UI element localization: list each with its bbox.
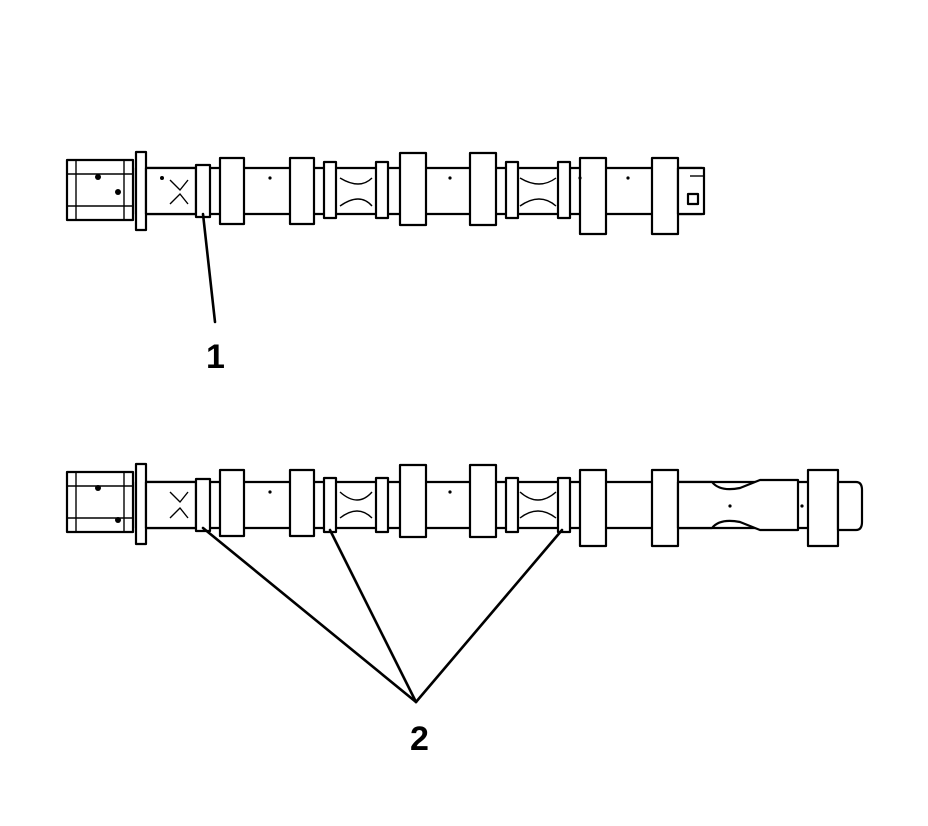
cam-lobe — [468, 463, 498, 539]
end-lobe — [806, 468, 840, 548]
journal — [374, 160, 390, 220]
journal-2 — [322, 476, 338, 534]
camshaft-lower — [65, 462, 864, 548]
cam-lobe — [218, 468, 246, 538]
shaft-end — [676, 166, 706, 216]
journal-3 — [556, 476, 572, 534]
cam-lobe — [288, 468, 316, 538]
cam-lobe — [650, 468, 680, 548]
cam-lobe — [650, 156, 680, 236]
leader-lines-2 — [201, 526, 564, 704]
shaft-end — [836, 480, 864, 532]
journal-1 — [194, 477, 212, 533]
callout-2: 2 — [410, 720, 429, 758]
cam-lobe — [398, 151, 428, 227]
cam-lobe — [218, 156, 246, 226]
journal — [504, 160, 520, 220]
cam-lobe — [578, 468, 608, 548]
cam-lobe — [398, 463, 428, 539]
camshaft-upper — [65, 150, 706, 236]
shaft-extension — [676, 478, 800, 532]
cam-lobe — [578, 156, 608, 236]
journal — [322, 160, 338, 220]
leader-line-1 — [201, 212, 217, 324]
flange — [134, 462, 148, 546]
journal — [556, 160, 572, 220]
sprocket-hub — [65, 158, 135, 222]
journal — [374, 476, 390, 534]
flange — [134, 150, 148, 232]
sprocket-hub — [65, 470, 135, 534]
cam-lobe — [468, 151, 498, 227]
cam-lobe — [288, 156, 316, 226]
journal-1 — [194, 163, 212, 219]
journal — [504, 476, 520, 534]
callout-1: 1 — [206, 338, 225, 376]
